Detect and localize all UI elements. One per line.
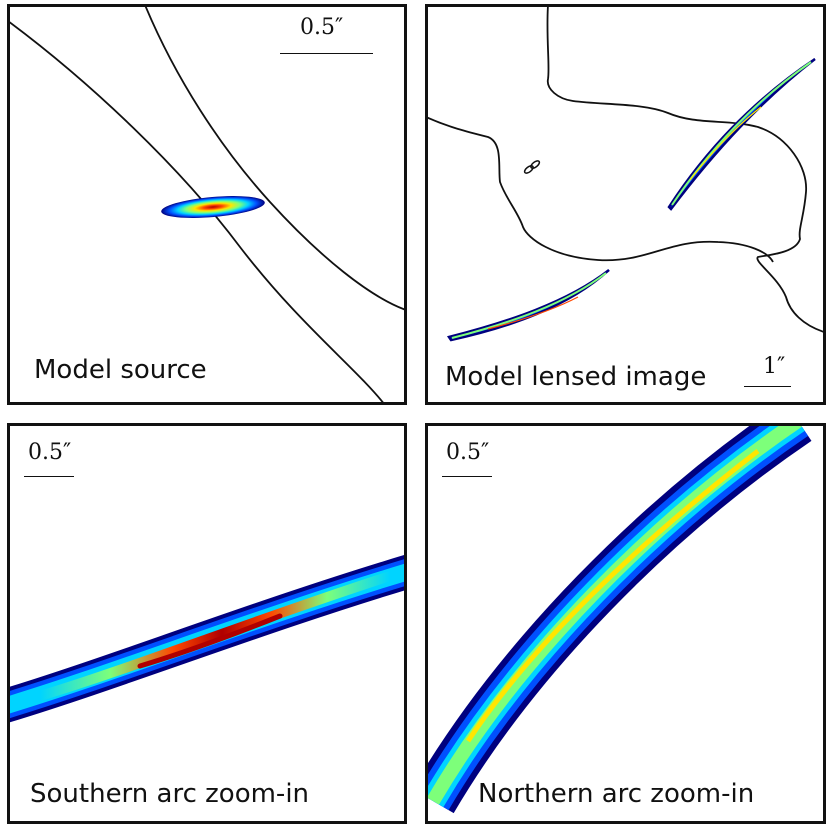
panel-label: Model source [34, 355, 207, 385]
scale-bar [24, 476, 74, 477]
panel-label: Model lensed image [445, 362, 707, 392]
caustic-curve-left [10, 21, 384, 402]
model-lensed-plot [428, 7, 823, 342]
model-source-plot [10, 7, 404, 402]
scale-label: 1″ [763, 354, 786, 379]
panel-model-source: 0.5″ Model source [7, 4, 407, 405]
scale-label: 0.5″ [28, 440, 72, 465]
southern-arc-image [446, 269, 610, 342]
panel-model-lensed-image: Model lensed image 1″ [425, 4, 826, 405]
panel-southern-arc-zoom: 0.5″ Southern arc zoom-in [7, 423, 407, 824]
panel-label: Northern arc zoom-in [478, 779, 755, 809]
source-ellipse [161, 196, 265, 218]
southern-arc-zoom [35, 571, 395, 701]
scale-bar [442, 476, 492, 477]
caustic-curve-right [144, 7, 404, 311]
southern-arc-plot [10, 555, 404, 723]
critical-curve [428, 7, 823, 333]
small-caustic [523, 160, 541, 174]
scale-label: 0.5″ [446, 440, 490, 465]
scale-bar [280, 53, 373, 54]
scale-bar [744, 386, 791, 387]
panel-northern-arc-zoom: 0.5″ Northern arc zoom-in [425, 423, 826, 824]
northern-arc-image [667, 57, 816, 211]
northern-arc-plot [428, 426, 812, 814]
panel-label: Southern arc zoom-in [30, 779, 310, 809]
scale-label: 0.5″ [300, 15, 344, 40]
